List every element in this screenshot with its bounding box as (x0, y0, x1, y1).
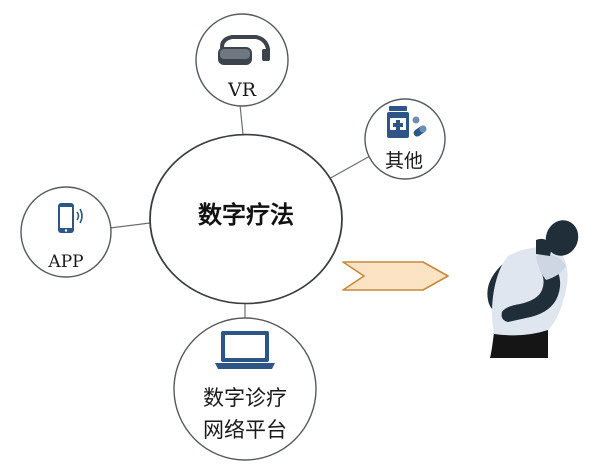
chevron-arrow-icon (342, 261, 449, 291)
app-node: APP (20, 186, 112, 278)
other-node: 其他 (364, 98, 446, 180)
vr-node: VR (195, 13, 289, 107)
center-node: 数字疗法 (149, 133, 343, 305)
vr-label: VR (227, 79, 257, 101)
smartphone-icon (58, 203, 83, 233)
laptop-icon (215, 331, 275, 369)
center-label: 数字疗法 (198, 201, 294, 229)
connector-other (326, 155, 371, 181)
platform-label-line1: 数字诊疗 (203, 386, 287, 410)
vr-headset-icon (218, 35, 270, 65)
medicine-bottle-icon (387, 106, 427, 138)
platform-label-line2: 网络平台 (203, 418, 287, 442)
connector-vr (239, 104, 244, 135)
app-label: APP (47, 252, 83, 272)
patient-stomach-ache-icon (487, 220, 579, 358)
other-label: 其他 (385, 150, 423, 172)
platform-node: 数字诊疗 网络平台 (173, 317, 317, 461)
